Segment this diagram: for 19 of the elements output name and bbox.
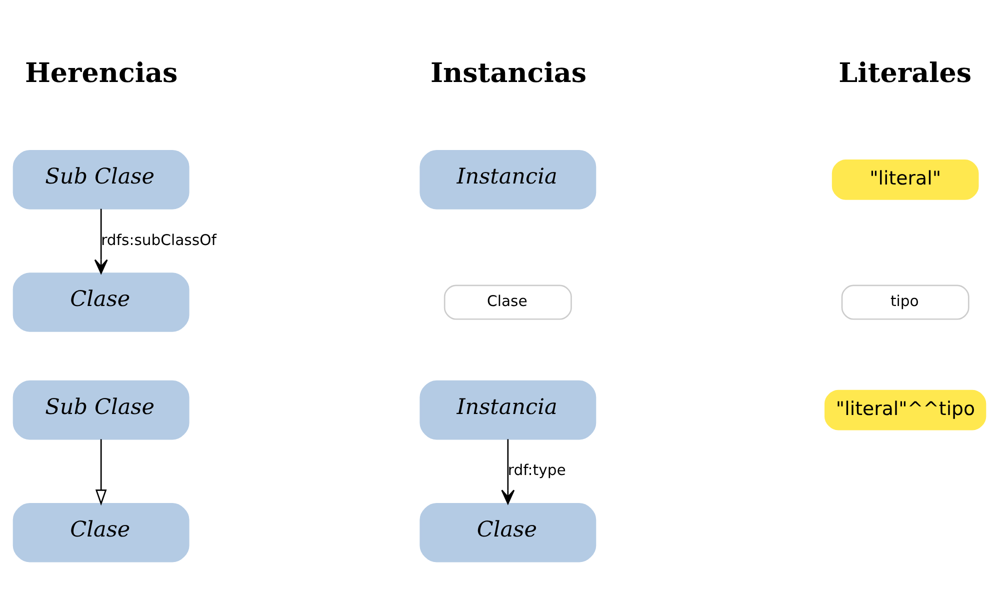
edge-label: rdf:type	[508, 462, 566, 479]
arrow	[95, 438, 107, 506]
node-box: Sub Clase	[12, 380, 190, 440]
arrow	[501, 438, 515, 504]
node-box: tipo	[841, 284, 970, 320]
node-box: Clase	[12, 502, 190, 562]
edge-label: rdfs:subClassOf	[101, 231, 216, 248]
label: Herencias	[24, 58, 178, 89]
node-box: "literal"^^tipo	[824, 389, 986, 430]
node-box: Instancia	[420, 380, 596, 440]
node-box: Instancia	[420, 150, 596, 209]
node-box: Sub Clase	[12, 150, 190, 209]
node-box: "literal"	[832, 158, 979, 200]
label: Literales	[838, 58, 972, 89]
node-box: Clase	[420, 502, 596, 562]
node-box: Clase	[444, 284, 572, 320]
node-box: Clase	[12, 272, 190, 332]
label: Instancias	[430, 58, 587, 89]
arrow	[94, 208, 108, 274]
